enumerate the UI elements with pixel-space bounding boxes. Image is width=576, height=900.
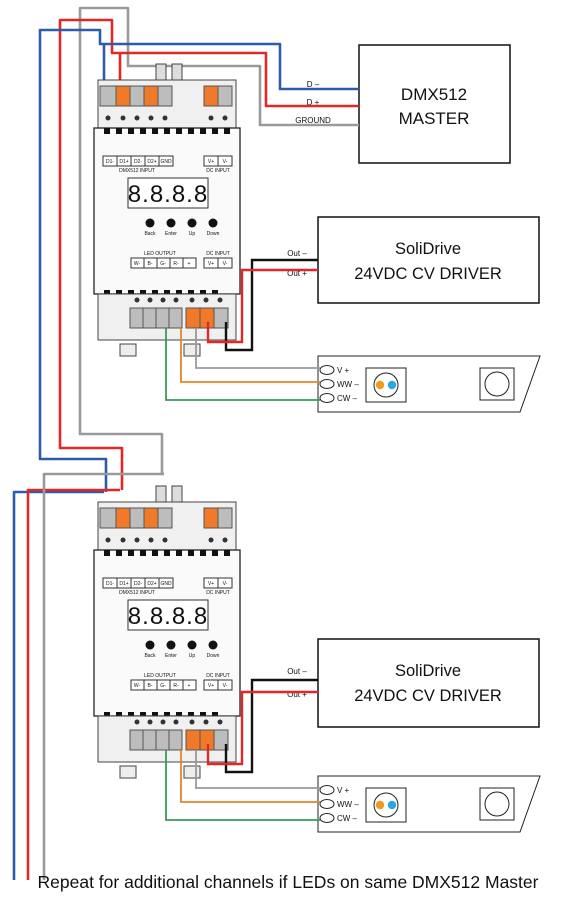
driver2-output-wires xyxy=(206,678,318,774)
terminal-g-minus-label: G- xyxy=(160,261,166,267)
led-output-label: LED OUTPUT xyxy=(144,673,176,679)
led-strip-1 xyxy=(317,355,541,413)
driver1-out-minus: Out – xyxy=(287,249,307,258)
terminal-out-vplus-label: V+ xyxy=(208,683,214,689)
strip2-ww-label: WW – xyxy=(337,800,359,809)
enter-button-label: Enter xyxy=(165,231,177,237)
strip1-ww-label: WW – xyxy=(337,380,359,389)
dc-input-label: DC INPUT xyxy=(206,590,230,596)
terminal-plus-label: + xyxy=(188,683,191,689)
terminal-out-vplus-label: V+ xyxy=(208,261,214,267)
dmx512-input-label: DMX512 INPUT xyxy=(119,168,155,174)
terminal-out-vminus-label: V- xyxy=(223,261,228,267)
terminal-vminus-label: V- xyxy=(223,581,228,587)
terminal-d1-minus-label: D1- xyxy=(106,159,114,165)
dc-input-label-bottom: DC INPUT xyxy=(206,673,230,679)
terminal-b-minus-label: B- xyxy=(148,261,153,267)
driver2-title-line1: SoliDrive xyxy=(395,662,461,680)
driver1-title-line2: 24VDC CV DRIVER xyxy=(354,265,502,283)
terminal-d2-minus-label: D2- xyxy=(134,581,142,587)
strip2-cw-label: CW – xyxy=(337,814,358,823)
dmx-decoder-1: D1- D1+ D2- D2+ GND V+ V- DMX512 INPUT D… xyxy=(93,63,241,357)
gray-continuation-wire xyxy=(42,472,162,880)
master-title-line2: MASTER xyxy=(399,109,470,128)
dmx512-master-box: DMX512 MASTER xyxy=(358,44,511,164)
wire-label-ground: GROUND xyxy=(295,116,331,125)
terminal-gnd-label: GND xyxy=(160,581,172,587)
driver2-out-plus: Out + xyxy=(287,690,307,699)
master-title-line1: DMX512 xyxy=(401,85,467,104)
dmx-decoder-2: D1- D1+ D2- D2+ GND V+ V- DMX512 INPUT D… xyxy=(93,485,241,779)
terminal-out-vminus-label: V- xyxy=(223,683,228,689)
driver2-out-minus: Out – xyxy=(287,667,307,676)
segment-display: 8.8.8.8 xyxy=(128,181,208,208)
wire-label-d-minus: D – xyxy=(307,80,320,89)
gray-ground-wire xyxy=(78,6,359,476)
terminal-w-minus-label: W- xyxy=(134,683,141,689)
dc-input-label: DC INPUT xyxy=(206,168,230,174)
terminal-d1-minus-label: D1- xyxy=(106,581,114,587)
terminal-d2-minus-label: D2- xyxy=(134,159,142,165)
wire-label-d-plus: D + xyxy=(307,98,320,107)
terminal-g-minus-label: G- xyxy=(160,683,166,689)
dc-input-label-bottom: DC INPUT xyxy=(206,251,230,257)
up-button-label: Up xyxy=(189,653,196,659)
segment-display: 8.8.8.8 xyxy=(128,603,208,630)
terminal-w-minus-label: W- xyxy=(134,261,141,267)
strip1-wires xyxy=(165,328,320,401)
up-button-label: Up xyxy=(189,231,196,237)
terminal-d2-plus-label: D2+ xyxy=(147,581,156,587)
strip1-cw-label: CW – xyxy=(337,394,358,403)
back-button-label: Back xyxy=(144,231,156,237)
terminal-d1-plus-label: D1+ xyxy=(119,581,128,587)
back-button-label: Back xyxy=(144,653,156,659)
enter-button-label: Enter xyxy=(165,653,177,659)
driver1-title-line1: SoliDrive xyxy=(395,240,461,258)
red-d-plus-wire xyxy=(58,18,359,490)
down-button-label: Down xyxy=(207,231,220,237)
terminal-d1-plus-label: D1+ xyxy=(119,159,128,165)
driver1-out-plus: Out + xyxy=(287,269,307,278)
terminal-vminus-label: V- xyxy=(223,159,228,165)
driver2-title-line2: 24VDC CV DRIVER xyxy=(354,687,502,705)
strip2-wires xyxy=(165,750,320,821)
dmx512-input-label: DMX512 INPUT xyxy=(119,590,155,596)
terminal-d2-plus-label: D2+ xyxy=(147,159,156,165)
terminal-b-minus-label: B- xyxy=(148,683,153,689)
down-button-label: Down xyxy=(207,653,220,659)
led-strip-2 xyxy=(317,775,541,833)
strip1-vplus-label: V + xyxy=(337,366,350,375)
terminal-gnd-label: GND xyxy=(160,159,172,165)
terminal-plus-label: + xyxy=(188,261,191,267)
blue-d-minus-wire xyxy=(38,28,359,492)
footer-caption: Repeat for additional channels if LEDs o… xyxy=(37,872,539,892)
terminal-r-minus-label: R- xyxy=(173,683,179,689)
terminal-vplus-label: V+ xyxy=(208,159,214,165)
blue-continuation-wire xyxy=(12,490,104,880)
solidrive-driver-2: SoliDrive 24VDC CV DRIVER xyxy=(317,638,540,728)
driver1-output-wires xyxy=(206,258,318,352)
led-output-label: LED OUTPUT xyxy=(144,251,176,257)
solidrive-driver-1: SoliDrive 24VDC CV DRIVER xyxy=(317,216,540,304)
terminal-r-minus-label: R- xyxy=(173,261,179,267)
terminal-vplus-label: V+ xyxy=(208,581,214,587)
strip2-vplus-label: V + xyxy=(337,786,350,795)
red-continuation-wire xyxy=(26,488,120,880)
